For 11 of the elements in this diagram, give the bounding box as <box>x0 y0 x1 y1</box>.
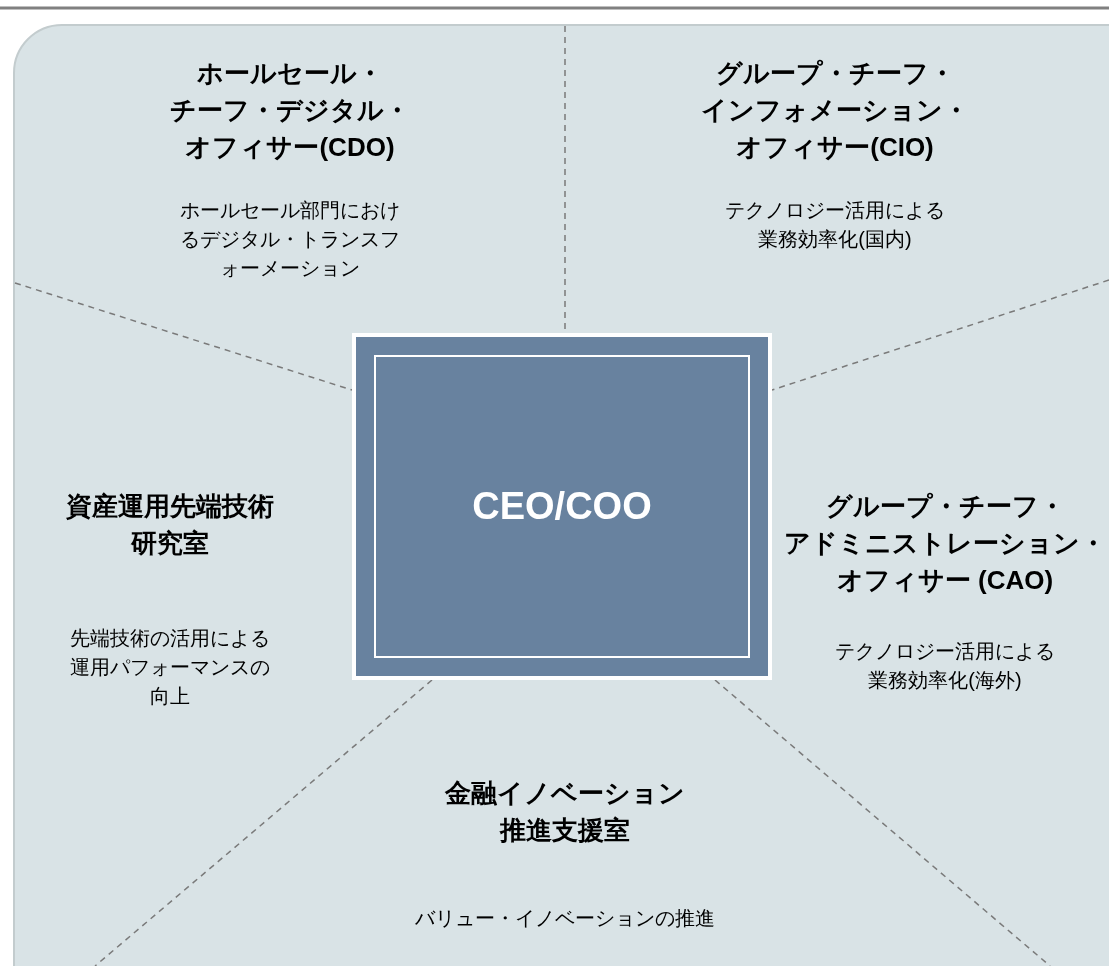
title-box: CEO/COO <box>352 333 772 680</box>
sector-description: バリュー・イノベーションの推進 <box>415 906 715 931</box>
sector-heading: 資産運用先端技術研究室 <box>65 490 275 560</box>
sector-description: テクノロジー活用による業務効率化(海外) <box>834 639 1056 693</box>
sector-heading: ホールセール・チーフ・デジタル・オフィサー(CDO) <box>169 57 411 164</box>
sector-description: 先端技術の活用による運用パフォーマンスの向上 <box>69 626 271 709</box>
sector-heading: 金融イノベーション推進支援室 <box>444 777 686 847</box>
sector-heading: グループ・チーフ・インフォメーション・オフィサー(CIO) <box>700 57 970 164</box>
sector-description: テクノロジー活用による業務効率化(国内) <box>724 198 946 252</box>
sector-description: ホールセール部門におけるデジタル・トランスフォーメーション <box>179 198 401 281</box>
sector-heading: グループ・チーフ・アドミニストレーション・オフィサー (CAO) <box>783 490 1107 597</box>
